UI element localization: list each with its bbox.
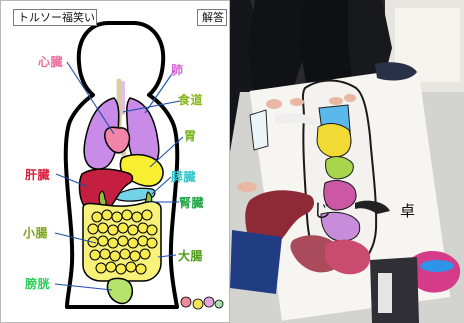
left-kidney-organ — [98, 190, 107, 207]
large-intestine-pointer-line — [157, 254, 177, 258]
worksheet-title: トルソー福笑い — [13, 9, 97, 26]
classroom-photo: 卓 じ — [230, 0, 464, 323]
small-intestine-organ — [87, 209, 158, 275]
esophagus-pointer-line — [122, 100, 181, 113]
stomach-pointer-line — [149, 136, 184, 168]
svg-text:卓: 卓 — [400, 202, 415, 220]
torso-worksheet-panel: トルソー福笑い 解答 — [0, 0, 230, 323]
large-intestine-label: 大腸 — [178, 249, 204, 263]
heart-pointer-line — [66, 61, 115, 135]
small-intestine-label: 小腸 — [23, 226, 49, 240]
stomach-label: 胃 — [184, 129, 197, 143]
kidney-label: 腎臓 — [179, 196, 205, 210]
liver-label: 肝臓 — [25, 168, 51, 182]
pancreas-pointer-line — [151, 176, 172, 195]
pancreas-label: 膵臓 — [171, 170, 197, 184]
answer-button[interactable]: 解答 — [197, 9, 227, 26]
svg-text:じ: じ — [313, 201, 331, 222]
classroom-photo-scene: 卓 じ — [230, 0, 464, 323]
small-intestine-pointer-line — [54, 232, 97, 244]
torso-diagram — [54, 20, 224, 310]
mascot-illustration — [180, 296, 224, 310]
bladder-pointer-line — [54, 283, 113, 291]
heart-label: 心臓 — [38, 55, 64, 69]
bladder-label: 膀胱 — [25, 277, 51, 291]
esophagus-label: 食道 — [178, 93, 204, 107]
lung-label: 肺 — [171, 63, 184, 77]
lung-pointer-line — [144, 70, 175, 114]
bladder-organ — [106, 277, 134, 305]
heart-organ — [104, 126, 131, 154]
liver-pointer-line — [55, 173, 89, 188]
